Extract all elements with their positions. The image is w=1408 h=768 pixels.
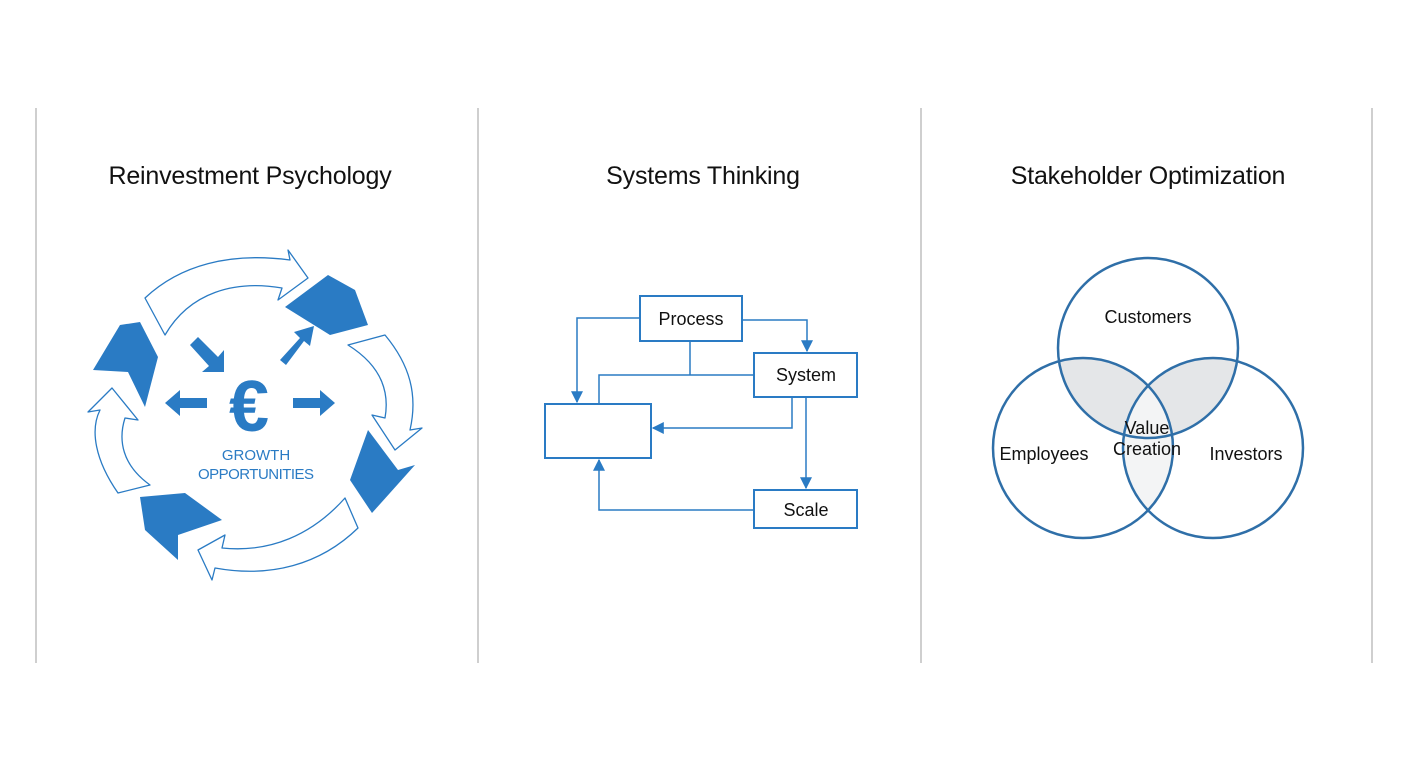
overlap-customers-investors: [1123, 358, 1238, 438]
solid-chevron-left: [93, 322, 158, 407]
value-label: Value: [1125, 418, 1170, 438]
cycle-arrows-icon: [87, 249, 423, 581]
connector-process-system-link: [598, 341, 754, 404]
panel-divider-1: [477, 108, 479, 663]
employees-label: Employees: [999, 444, 1088, 464]
direction-arrows-icon: [165, 326, 335, 416]
process-box: [639, 295, 743, 342]
arrow-in-top-left: [190, 337, 224, 372]
solid-chevron-top-right: [285, 275, 368, 335]
circle-investors: [1121, 356, 1305, 540]
empty-box: [544, 403, 652, 459]
customers-label: Customers: [1104, 307, 1191, 327]
opportunities-label: OPPORTUNITIES: [198, 466, 314, 483]
outline-arrow-left: [87, 387, 151, 494]
panel-title-stakeholder: Stakeholder Optimization: [1010, 162, 1286, 190]
panel-title-reinvestment: Reinvestment Psychology: [108, 162, 392, 190]
outline-arrow-bottom: [197, 497, 359, 581]
venn-diagram: [991, 256, 1305, 540]
process-label: Process: [658, 309, 723, 329]
euro-icon: €: [229, 367, 269, 447]
scale-label: Scale: [783, 500, 828, 520]
panel-title-systems: Systems Thinking: [606, 162, 800, 190]
outline-arrow-top: [144, 249, 309, 336]
growth-label: GROWTH: [222, 447, 290, 464]
circle-employees: [991, 356, 1175, 540]
connector-process-to-system: [742, 319, 813, 353]
panel-divider-right: [1371, 108, 1373, 663]
investors-label: Investors: [1209, 444, 1282, 464]
connector-process-to-empty: [571, 317, 640, 404]
panel-divider-2: [920, 108, 922, 663]
solid-chevron-bottom-left: [140, 493, 222, 560]
panel-divider-left: [35, 108, 37, 663]
overlap-customers-employees: [1058, 358, 1173, 438]
connector-system-to-empty: [651, 397, 793, 434]
connector-scale-to-empty: [593, 458, 754, 511]
solid-chevron-right: [350, 430, 415, 513]
system-box: [753, 352, 858, 398]
creation-label: Creation: [1113, 439, 1181, 459]
systems-diagram: [544, 295, 858, 529]
outline-arrow-right: [347, 334, 423, 451]
arrow-out-top-right: [280, 326, 314, 365]
system-label: System: [776, 365, 836, 385]
arrow-left: [165, 390, 207, 416]
arrow-right: [293, 390, 335, 416]
scale-box: [753, 489, 858, 529]
circle-customers: [1056, 256, 1240, 440]
